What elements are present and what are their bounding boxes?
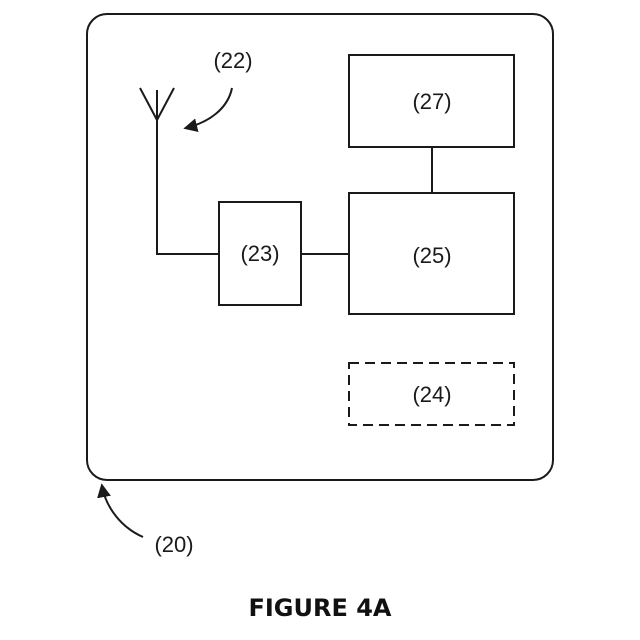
block-23-label: (23)	[240, 241, 279, 266]
antenna-icon	[140, 88, 174, 255]
block-27-label: (27)	[412, 89, 451, 114]
block-24-label: (24)	[412, 382, 451, 407]
device-reference-label: (20)	[154, 532, 193, 557]
block-25-label: (25)	[412, 243, 451, 268]
antenna-reference-arrow	[186, 88, 232, 128]
antenna-reference-label: (22)	[213, 48, 252, 73]
device-reference-arrow	[102, 486, 143, 537]
figure-caption: FIGURE 4A	[248, 594, 391, 622]
